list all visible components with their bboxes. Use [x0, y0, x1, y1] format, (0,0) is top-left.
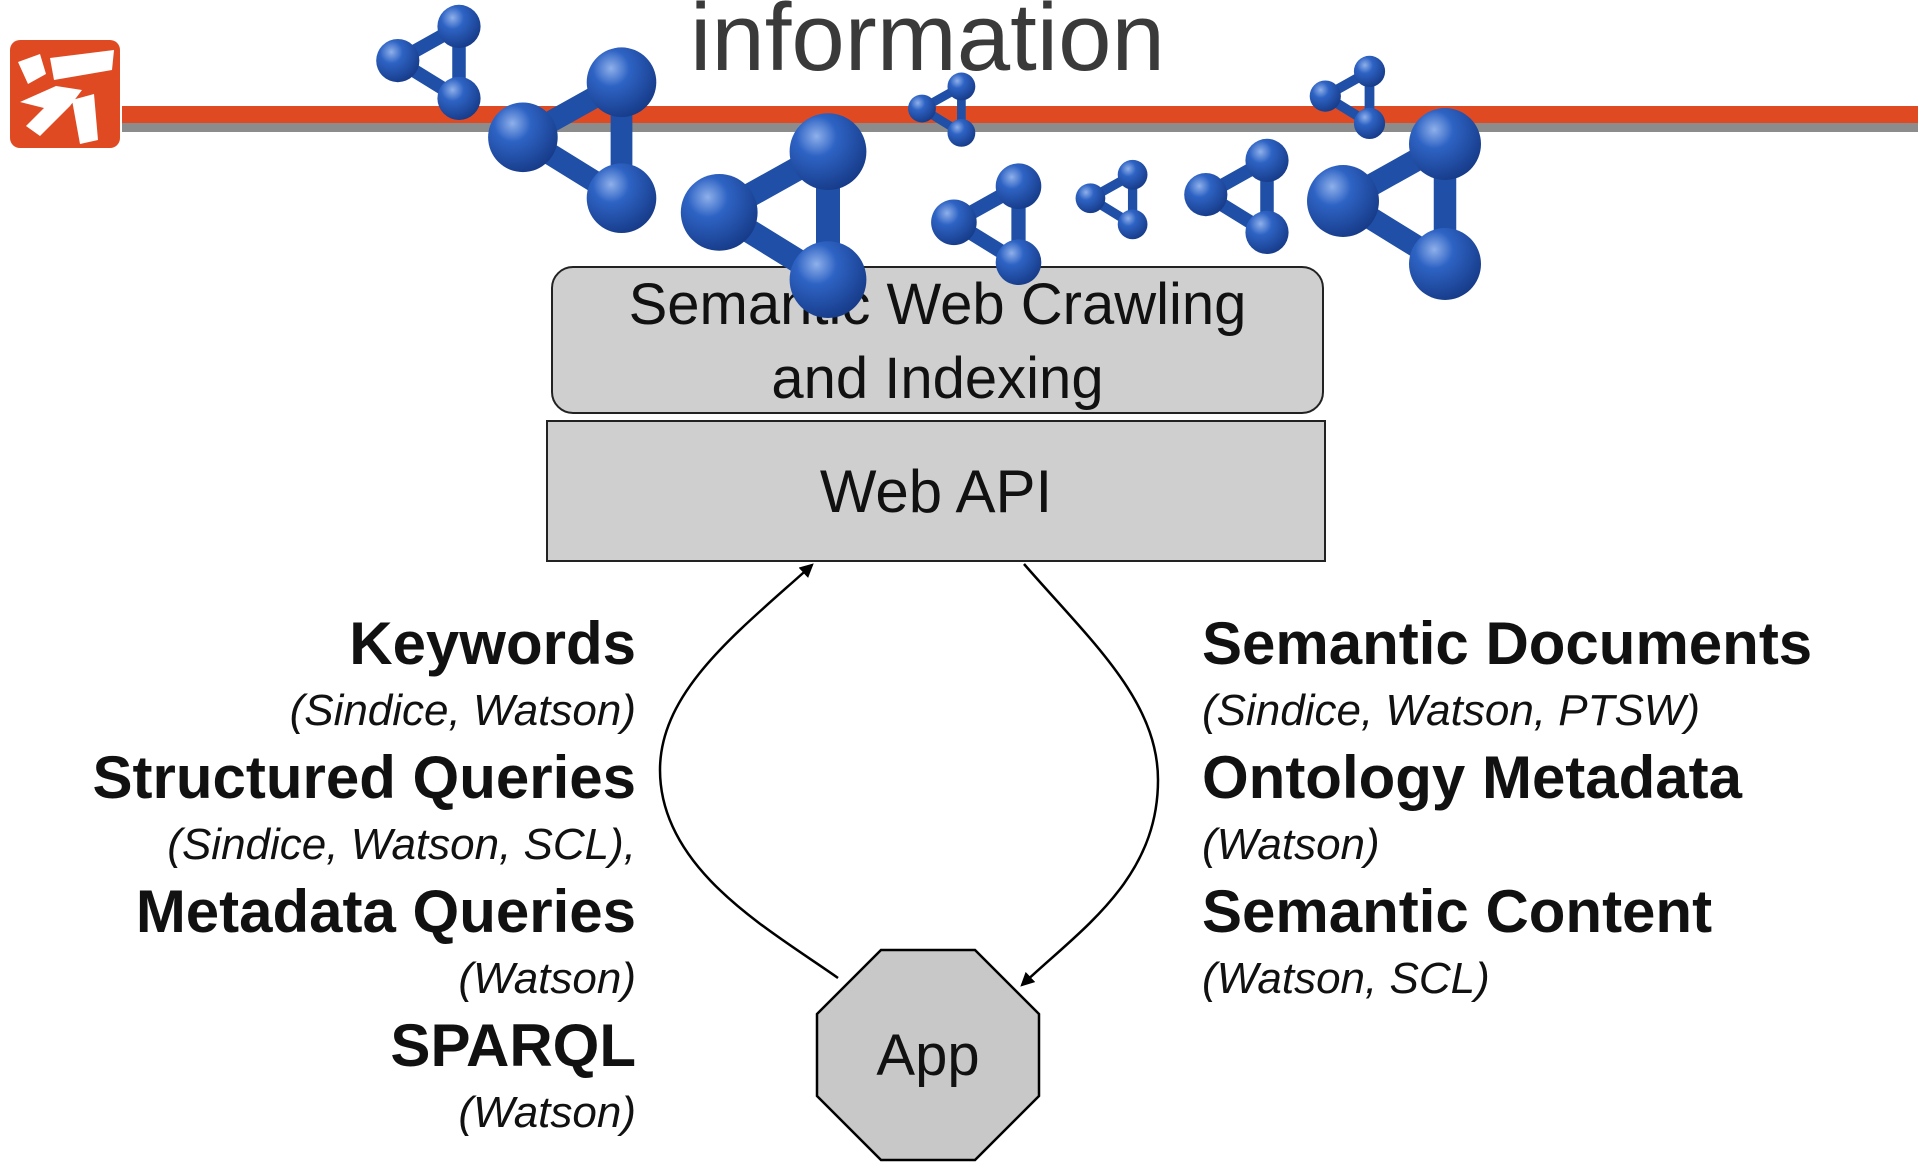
response-arrow	[1020, 563, 1160, 987]
request-item-sources: (Watson)	[458, 1088, 636, 1137]
web-api-box: Web API	[546, 420, 1326, 562]
response-item: Semantic Documents (Sindice, Watson, PTS…	[1202, 606, 1812, 740]
response-types-list: Semantic Documents (Sindice, Watson, PTS…	[1202, 606, 1812, 1008]
orange-square-logo-icon	[10, 40, 120, 148]
crawling-label-line1: Semantic Web Crawling	[628, 271, 1247, 337]
web-api-label: Web API	[819, 457, 1053, 525]
request-item-title: SPARQL	[390, 1012, 636, 1079]
response-item-title: Ontology Metadata	[1202, 744, 1743, 811]
response-item-sources: (Watson, SCL)	[1202, 954, 1490, 1003]
request-item: Metadata Queries (Watson)	[93, 874, 636, 1008]
crawling-indexing-box: Semantic Web Crawling and Indexing	[551, 266, 1324, 414]
request-item: SPARQL (Watson)	[93, 1008, 636, 1142]
request-item-title: Keywords	[349, 610, 636, 677]
request-item: Keywords (Sindice, Watson)	[93, 606, 636, 740]
request-item-sources: (Sindice, Watson)	[289, 686, 636, 735]
request-types-list: Keywords (Sindice, Watson) Structured Qu…	[93, 606, 637, 1142]
crawling-indexing-label: Semantic Web Crawling and Indexing	[629, 264, 1247, 416]
request-item: Structured Queries (Sindice, Watson, SCL…	[93, 740, 637, 874]
response-item: Ontology Metadata (Watson)	[1202, 740, 1812, 874]
request-item-title: Metadata Queries	[135, 878, 636, 945]
app-octagon	[815, 948, 1041, 1162]
response-item: Semantic Content (Watson, SCL)	[1202, 874, 1812, 1008]
request-item-title: Structured Queries	[92, 744, 637, 811]
response-item-title: Semantic Documents	[1202, 610, 1813, 677]
request-item-sources: (Watson)	[458, 954, 636, 1003]
response-item-title: Semantic Content	[1202, 878, 1713, 945]
app-label: App	[876, 1023, 980, 1088]
crawling-label-line2: and Indexing	[771, 346, 1104, 411]
request-arrow	[658, 563, 839, 980]
response-item-sources: (Sindice, Watson, PTSW)	[1202, 686, 1700, 735]
header-rule-grey	[122, 123, 1918, 132]
response-item-sources: (Watson)	[1202, 820, 1380, 869]
request-item-sources: (Sindice, Watson, SCL),	[167, 820, 636, 869]
